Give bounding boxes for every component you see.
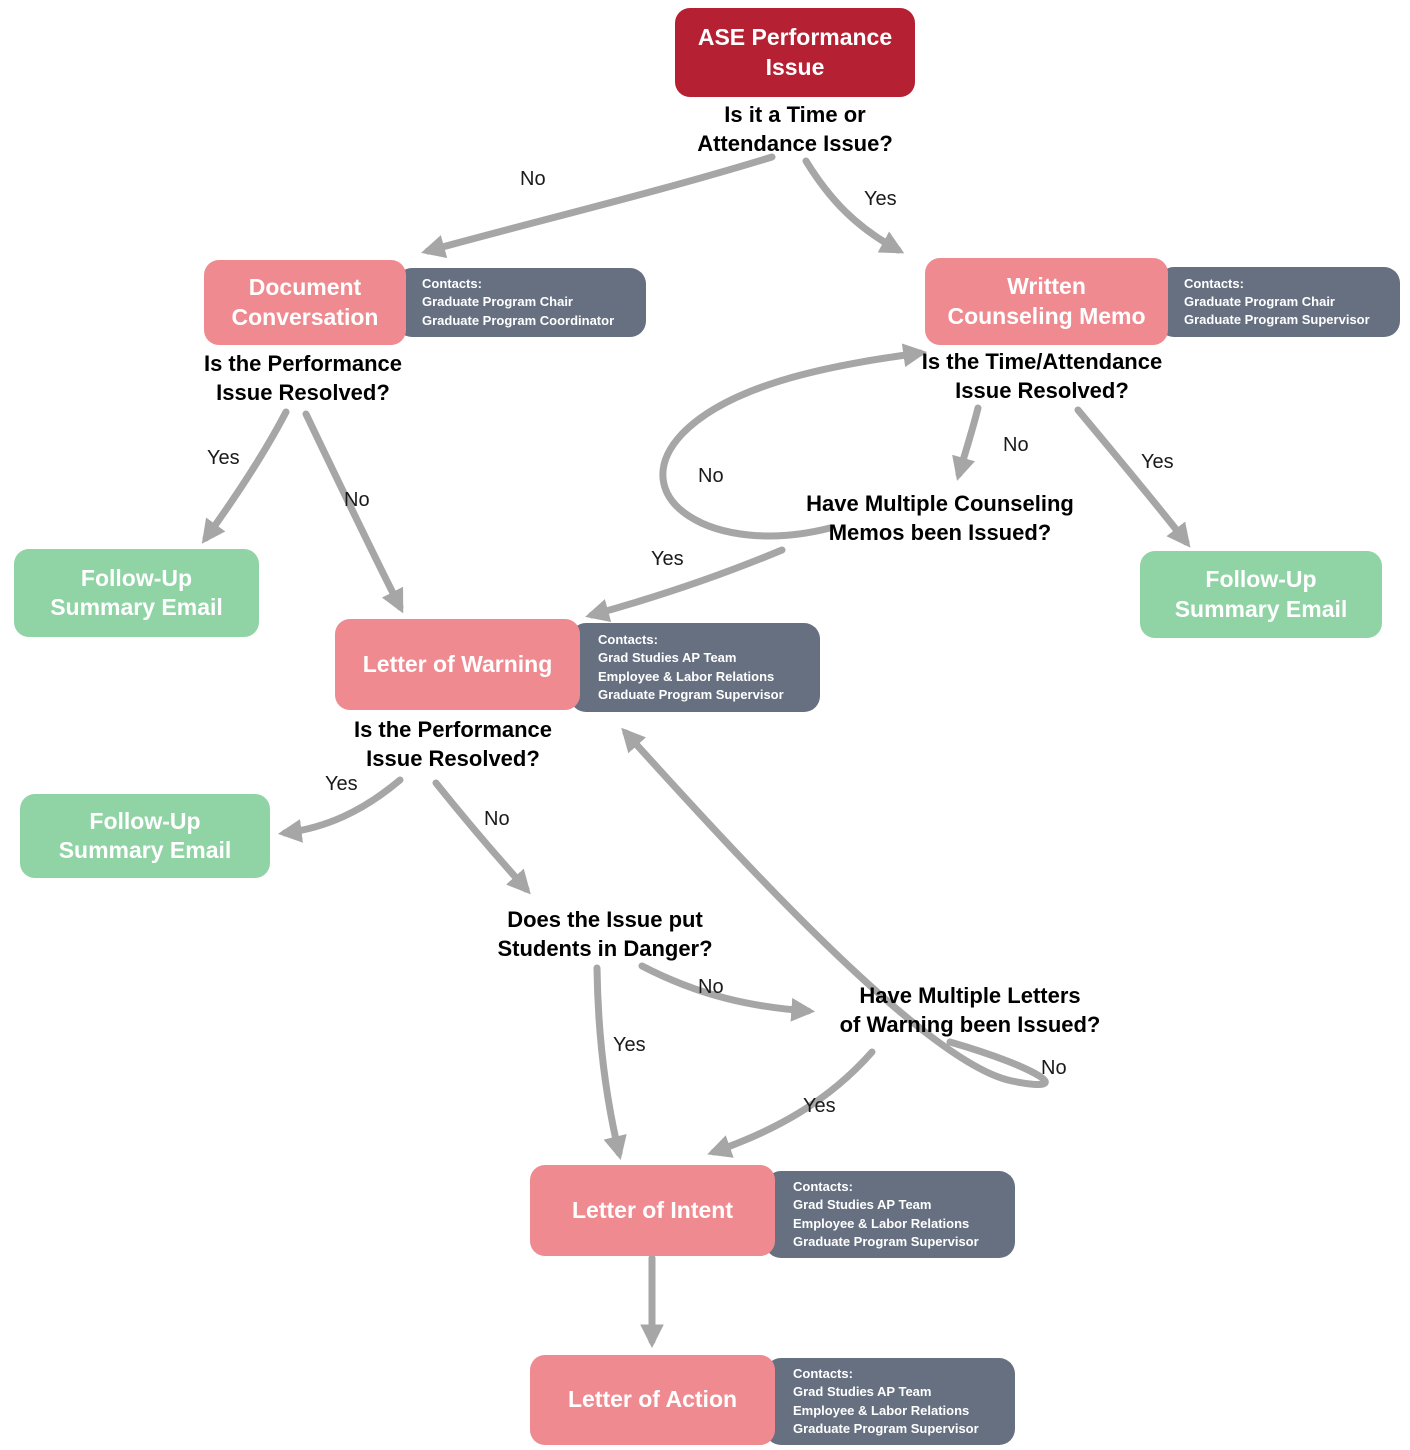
question-line: Memos been Issued? — [828, 519, 1052, 545]
question-line: Issue Resolved? — [955, 377, 1129, 403]
edge-label-no-7: No — [1041, 1057, 1067, 1079]
node-label-line: ASE Performance — [697, 24, 893, 51]
node-label-line: Counseling Memo — [947, 302, 1146, 329]
arrow-perf1-yes-to-followup — [201, 408, 290, 544]
contact-line: Graduate Program Supervisor — [1184, 312, 1370, 328]
contacts-letter-of-warning: Contacts: Grad Studies AP Team Employee … — [570, 623, 820, 712]
contacts-title: Contacts: — [422, 276, 482, 292]
contacts-letter-of-intent: Contacts: Grad Studies AP Team Employee … — [765, 1171, 1015, 1258]
node-label-line: Document — [248, 274, 362, 301]
question-multiple-letters: Have Multiple Letters of Warning been Is… — [835, 982, 1105, 1039]
node-label-line: Letter of Intent — [572, 1196, 733, 1223]
contacts-title: Contacts: — [1184, 275, 1244, 291]
node-letter-of-warning: Letter of Warning — [335, 619, 580, 710]
node-label-line: Summary Email — [1174, 595, 1348, 622]
node-label-line: Follow-Up — [1205, 566, 1317, 593]
node-label-line: Letter of Action — [567, 1386, 738, 1413]
question-line: Students in Danger? — [497, 935, 713, 961]
arrow-q1-yes-to-written-memo — [802, 157, 905, 254]
node-written-counseling-memo: Written Counseling Memo — [925, 258, 1168, 345]
edge-label-no-4: No — [698, 465, 724, 487]
arrow-danger-yes-to-letter-of-intent — [593, 964, 627, 1160]
question-time-attendance-resolved: Is the Time/Attendance Issue Resolved? — [907, 348, 1177, 405]
edge-label-yes-2: Yes — [207, 447, 240, 469]
edge-label-no-6: No — [698, 976, 724, 998]
arrow-letters-no-loop-to-letter-of-warning — [621, 727, 1049, 1088]
arrow-q1-no-to-document-conversation — [421, 153, 776, 258]
question-line: Is the Performance — [353, 717, 553, 742]
edge-label-yes-4: Yes — [651, 548, 684, 570]
node-label-line: Conversation — [231, 303, 379, 330]
contacts-title: Contacts: — [598, 632, 658, 648]
contact-line: Graduate Program Supervisor — [598, 686, 784, 702]
arrow-letters-yes-to-letter-of-intent — [707, 1048, 876, 1158]
contact-line: Employee & Labor Relations — [598, 668, 775, 684]
edge-label-no-5: No — [484, 808, 510, 830]
contact-line: Grad Studies AP Team — [793, 1197, 932, 1213]
question-performance-resolved-2: Is the Performance Issue Resolved? — [333, 716, 573, 773]
contact-line: Grad Studies AP Team — [598, 650, 737, 666]
node-label-line: Issue — [765, 53, 825, 80]
node-letter-of-intent: Letter of Intent — [530, 1165, 775, 1256]
contact-line: Employee & Labor Relations — [793, 1215, 970, 1231]
edge-label-yes-5: Yes — [325, 773, 358, 795]
edge-label-yes-1: Yes — [864, 188, 897, 210]
question-line: Is the Time/Attendance — [921, 349, 1163, 374]
question-line: Is the Performance — [203, 351, 403, 376]
question-line: Is it a Time or — [724, 102, 866, 127]
contacts-document-conversation: Contacts: Graduate Program Chair Graduat… — [396, 268, 646, 337]
node-letter-of-action: Letter of Action — [530, 1355, 775, 1445]
node-followup-summary-email-3: Follow-Up Summary Email — [20, 794, 270, 878]
arrow-memos-no-loop-to-written-memo — [659, 343, 928, 540]
node-label-line: Letter of Warning — [362, 650, 553, 677]
arrow-perf1-no-to-letter-of-warning — [302, 410, 404, 614]
node-label-line: Summary Email — [50, 594, 223, 620]
edge-label-yes-6: Yes — [613, 1034, 646, 1056]
question-line: Issue Resolved? — [216, 379, 390, 405]
edge-label-no-2: No — [344, 489, 370, 511]
contact-line: Graduate Program Chair — [422, 294, 573, 310]
contacts-letter-of-action: Contacts: Grad Studies AP Team Employee … — [765, 1358, 1015, 1445]
contacts-written-counseling-memo: Contacts: Graduate Program Chair Graduat… — [1158, 267, 1400, 337]
question-multiple-memos: Have Multiple Counseling Memos been Issu… — [790, 490, 1090, 547]
contacts-title: Contacts: — [793, 1366, 853, 1382]
contact-line: Graduate Program Supervisor — [793, 1233, 979, 1249]
node-label-line: Summary Email — [58, 837, 232, 863]
node-document-conversation: Document Conversation — [204, 260, 406, 345]
node-label-line: Follow-Up — [80, 564, 193, 591]
edge-label-no-1: No — [520, 168, 546, 190]
contact-line: Graduate Program Chair — [1184, 293, 1335, 309]
contact-line: Grad Studies AP Team — [793, 1384, 932, 1400]
arrow-time-yes-to-followup — [1074, 406, 1191, 548]
arrow-perf2-no-to-danger — [432, 779, 531, 895]
arrow-time-no-to-multiple-memos — [952, 404, 982, 481]
question-line: Have Multiple Counseling — [806, 491, 1074, 516]
contact-line: Employee & Labor Relations — [793, 1402, 970, 1418]
node-followup-summary-email-1: Follow-Up Summary Email — [14, 549, 259, 637]
question-time-or-attendance: Is it a Time or Attendance Issue? — [655, 101, 935, 158]
node-label-line: Written — [1007, 273, 1086, 300]
question-line: Attendance Issue? — [697, 130, 893, 156]
question-line: Does the Issue put — [507, 907, 703, 932]
arrow-perf2-yes-to-followup — [277, 776, 404, 843]
question-students-danger: Does the Issue put Students in Danger? — [485, 906, 725, 963]
contact-line: Graduate Program Coordinator — [422, 312, 615, 328]
node-ase-performance-issue: ASE Performance Issue — [675, 8, 915, 97]
contacts-title: Contacts: — [793, 1179, 853, 1195]
node-followup-summary-email-2: Follow-Up Summary Email — [1140, 551, 1382, 638]
edge-label-no-3: No — [1003, 434, 1029, 456]
question-performance-resolved-1: Is the Performance Issue Resolved? — [183, 350, 423, 407]
edge-label-yes-7: Yes — [803, 1095, 836, 1117]
question-line: of Warning been Issued? — [839, 1011, 1101, 1037]
contact-line: Graduate Program Supervisor — [793, 1420, 979, 1436]
arrow-memos-yes-to-letter-of-warning — [585, 546, 786, 623]
node-label-line: Follow-Up — [89, 807, 201, 834]
arrow-danger-no-to-multiple-letters — [638, 962, 816, 1022]
edge-label-yes-3: Yes — [1141, 451, 1174, 473]
question-line: Issue Resolved? — [366, 745, 540, 771]
question-line: Have Multiple Letters — [859, 983, 1081, 1008]
